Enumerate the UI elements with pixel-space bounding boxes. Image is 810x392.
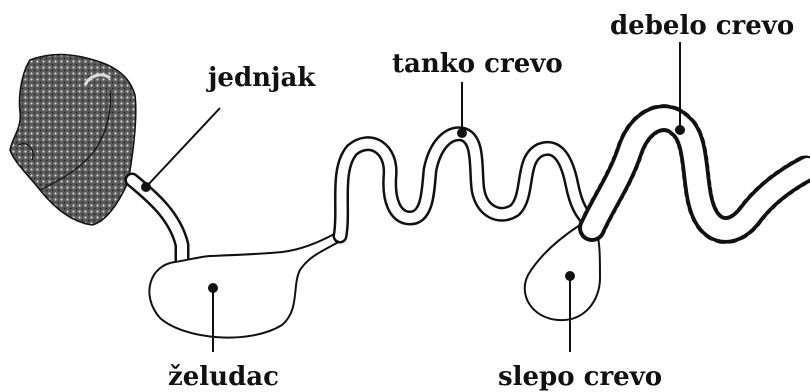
marker-dot: [675, 125, 685, 135]
leader-esophagus: [141, 108, 220, 192]
label-small-intestine: tanko crevo: [392, 49, 563, 79]
animal-head-drawing: [10, 54, 136, 225]
small-intestine-tube: [340, 134, 590, 236]
esophagus-tube: [132, 180, 182, 262]
label-esophagus: jednjak: [206, 63, 316, 93]
label-stomach: želudac: [168, 362, 279, 392]
large-intestine-tube: [592, 118, 808, 230]
leader-small-intestine: [457, 82, 467, 138]
marker-dot: [565, 271, 575, 281]
marker-dot: [141, 182, 151, 192]
label-large-intestine: debelo crevo: [610, 11, 794, 41]
marker-dot: [208, 283, 218, 293]
label-cecum: slepo crevo: [498, 362, 662, 392]
marker-dot: [457, 128, 467, 138]
